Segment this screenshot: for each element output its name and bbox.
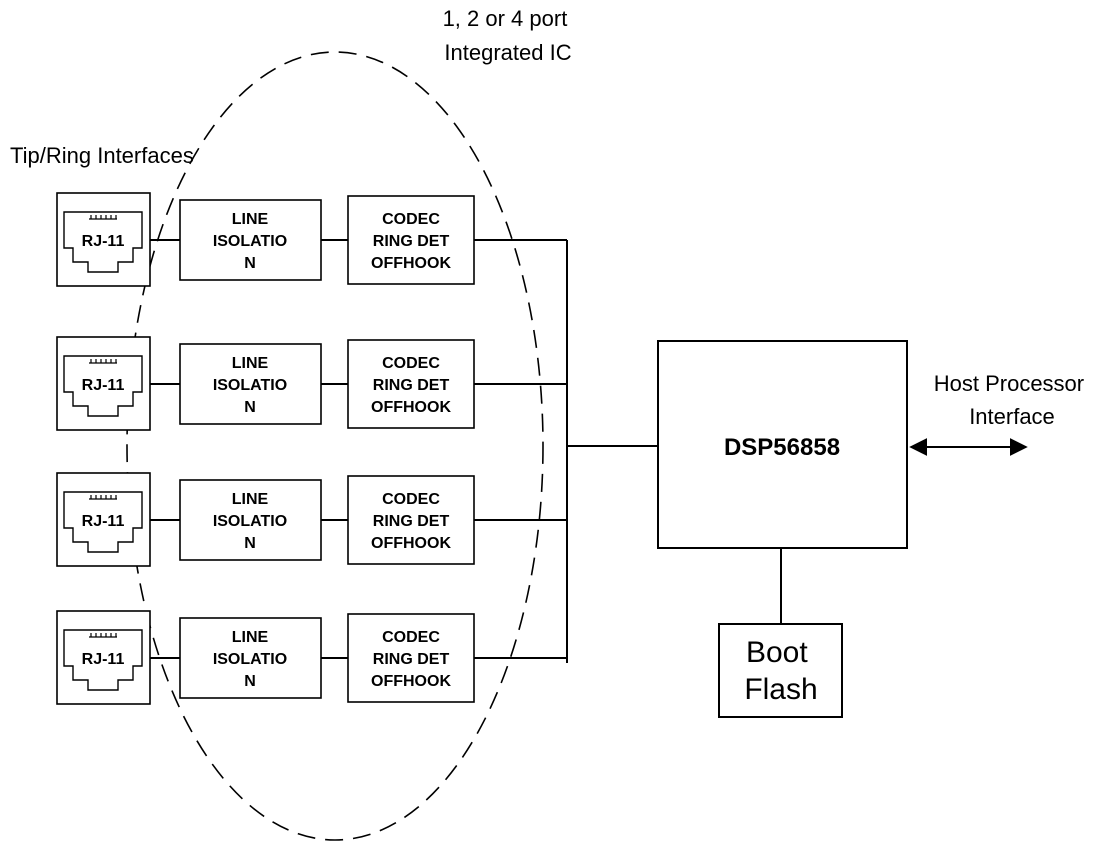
codec-label-line3: OFFHOOK xyxy=(371,399,451,416)
rj11-pins xyxy=(89,215,117,220)
codec-block xyxy=(347,339,475,429)
line-isolation-block xyxy=(179,199,322,281)
line-isolation-label-line2: ISOLATIO xyxy=(213,377,287,394)
port-row: RJ-11 LINE ISOLATIO N CODEC RING DET OFFHOOK xyxy=(56,472,567,567)
rj11-socket-outline xyxy=(63,355,143,417)
rj11-pins xyxy=(89,495,117,500)
codec-label-line2: RING DET xyxy=(373,377,450,394)
rj11-jack xyxy=(56,472,151,567)
codec-label-line1: CODEC xyxy=(382,629,440,646)
rj11-jack xyxy=(56,192,151,287)
host-processor-label: Host Processor Interface xyxy=(934,371,1091,429)
rj11-label: RJ-11 xyxy=(82,233,125,250)
rj11-socket-outline xyxy=(63,491,143,553)
line-isolation-label-line2: ISOLATIO xyxy=(213,651,287,668)
line-isolation-label-line1: LINE xyxy=(232,629,269,646)
line-isolation-label: LINE ISOLATIO N xyxy=(213,211,287,272)
codec-label-line3: OFFHOOK xyxy=(371,255,451,272)
codec-label: CODEC RING DET OFFHOOK xyxy=(371,629,451,690)
port-row: RJ-11 LINE ISOLATIO N CODEC RING DET OFFHOOK xyxy=(56,192,567,287)
rj11-socket-outline xyxy=(63,629,143,691)
line-isolation-block xyxy=(179,343,322,425)
rj11-jack xyxy=(56,336,151,431)
boot-flash-label-line2: Flash xyxy=(744,673,817,706)
codec-label-line3: OFFHOOK xyxy=(371,673,451,690)
line-isolation-label: LINE ISOLATIO N xyxy=(213,491,287,552)
port-row: RJ-11 LINE ISOLATIO N CODEC RING DET OFFHOOK xyxy=(56,336,567,431)
codec-block xyxy=(347,475,475,565)
host-processor-label-line1: Host Processor xyxy=(934,371,1084,396)
rj11-pins xyxy=(89,633,117,638)
codec-label-line1: CODEC xyxy=(382,491,440,508)
line-isolation-label-line2: ISOLATIO xyxy=(213,513,287,530)
dsp-block xyxy=(657,340,908,549)
integrated-ic-boundary xyxy=(126,51,544,841)
line-isolation-label-line2: ISOLATIO xyxy=(213,233,287,250)
rj11-jack xyxy=(56,610,151,705)
rj11-label: RJ-11 xyxy=(82,377,125,394)
codec-label-line2: RING DET xyxy=(373,651,450,668)
integrated-ic-label: 1, 2 or 4 port Integrated IC xyxy=(443,6,574,65)
rj11-label: RJ-11 xyxy=(82,651,125,668)
boot-flash-label-line1: Boot xyxy=(746,636,808,669)
codec-label-line3: OFFHOOK xyxy=(371,535,451,552)
codec-label-line2: RING DET xyxy=(373,513,450,530)
codec-block xyxy=(347,613,475,703)
codec-label: CODEC RING DET OFFHOOK xyxy=(371,211,451,272)
line-isolation-label: LINE ISOLATIO N xyxy=(213,629,287,690)
boot-flash-block xyxy=(718,623,843,718)
line-isolation-block xyxy=(179,479,322,561)
integrated-ic-label-line1: 1, 2 or 4 port xyxy=(443,6,568,31)
rj11-socket-outline xyxy=(63,211,143,273)
codec-label: CODEC RING DET OFFHOOK xyxy=(371,355,451,416)
line-isolation-block xyxy=(179,617,322,699)
line-isolation-label-line1: LINE xyxy=(232,355,269,372)
tip-ring-label: Tip/Ring Interfaces xyxy=(10,143,194,168)
line-isolation-label-line1: LINE xyxy=(232,491,269,508)
codec-block xyxy=(347,195,475,285)
line-isolation-label: LINE ISOLATIO N xyxy=(213,355,287,416)
line-isolation-label-line3: N xyxy=(244,255,256,272)
host-processor-label-line2: Interface xyxy=(969,404,1055,429)
codec-label-line1: CODEC xyxy=(382,211,440,228)
line-isolation-label-line1: LINE xyxy=(232,211,269,228)
codec-label-line1: CODEC xyxy=(382,355,440,372)
port-row: RJ-11 LINE ISOLATIO N CODEC RING DET OFFHOOK xyxy=(56,610,567,705)
line-isolation-label-line3: N xyxy=(244,673,256,690)
boot-flash-label: Boot Flash xyxy=(744,636,817,706)
line-isolation-label-line3: N xyxy=(244,535,256,552)
rj11-label: RJ-11 xyxy=(82,513,125,530)
codec-label: CODEC RING DET OFFHOOK xyxy=(371,491,451,552)
dsp-label: DSP56858 xyxy=(724,434,840,461)
integrated-ic-label-line2: Integrated IC xyxy=(444,40,571,65)
codec-label-line2: RING DET xyxy=(373,233,450,250)
rj11-pins xyxy=(89,359,117,364)
line-isolation-label-line3: N xyxy=(244,399,256,416)
